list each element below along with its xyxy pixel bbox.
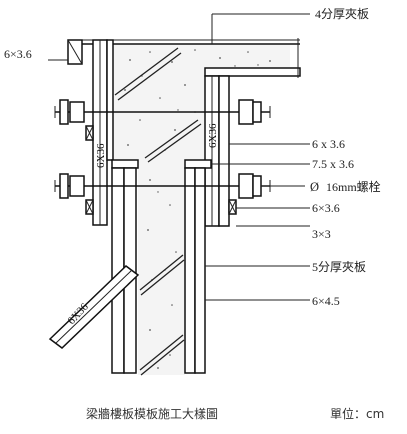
label-3x3: 3×3 <box>312 227 331 241</box>
stud-left-label: 6X36 <box>95 143 107 168</box>
label-6x36-a: 6 x 3.6 <box>312 137 345 151</box>
label-75x36: 7.5 x 3.6 <box>312 157 354 171</box>
bolt-symbol: Ø <box>310 180 319 194</box>
unit-label: 單位：cm <box>330 406 384 421</box>
label-top-plywood: 4分厚夾板 <box>315 7 369 21</box>
concrete-fill <box>112 44 290 376</box>
right-stud-assembly <box>184 75 230 374</box>
label-5fen-plywood: 5分厚夾板 <box>312 260 366 274</box>
diagonal-brace <box>48 265 140 349</box>
label-6x36-b: 6×3.6 <box>312 201 340 215</box>
diagram-caption: 梁牆樓板模板施工大樣圖 <box>86 406 218 421</box>
label-bolt: 16mm螺栓 <box>326 179 381 194</box>
label-6x45: 6×4.5 <box>312 294 340 308</box>
bolt-wales <box>54 99 271 215</box>
stud-right-label: 6X36 <box>207 123 219 148</box>
leader-lines <box>48 59 310 301</box>
label-top-left: 6×3.6 <box>4 47 32 61</box>
